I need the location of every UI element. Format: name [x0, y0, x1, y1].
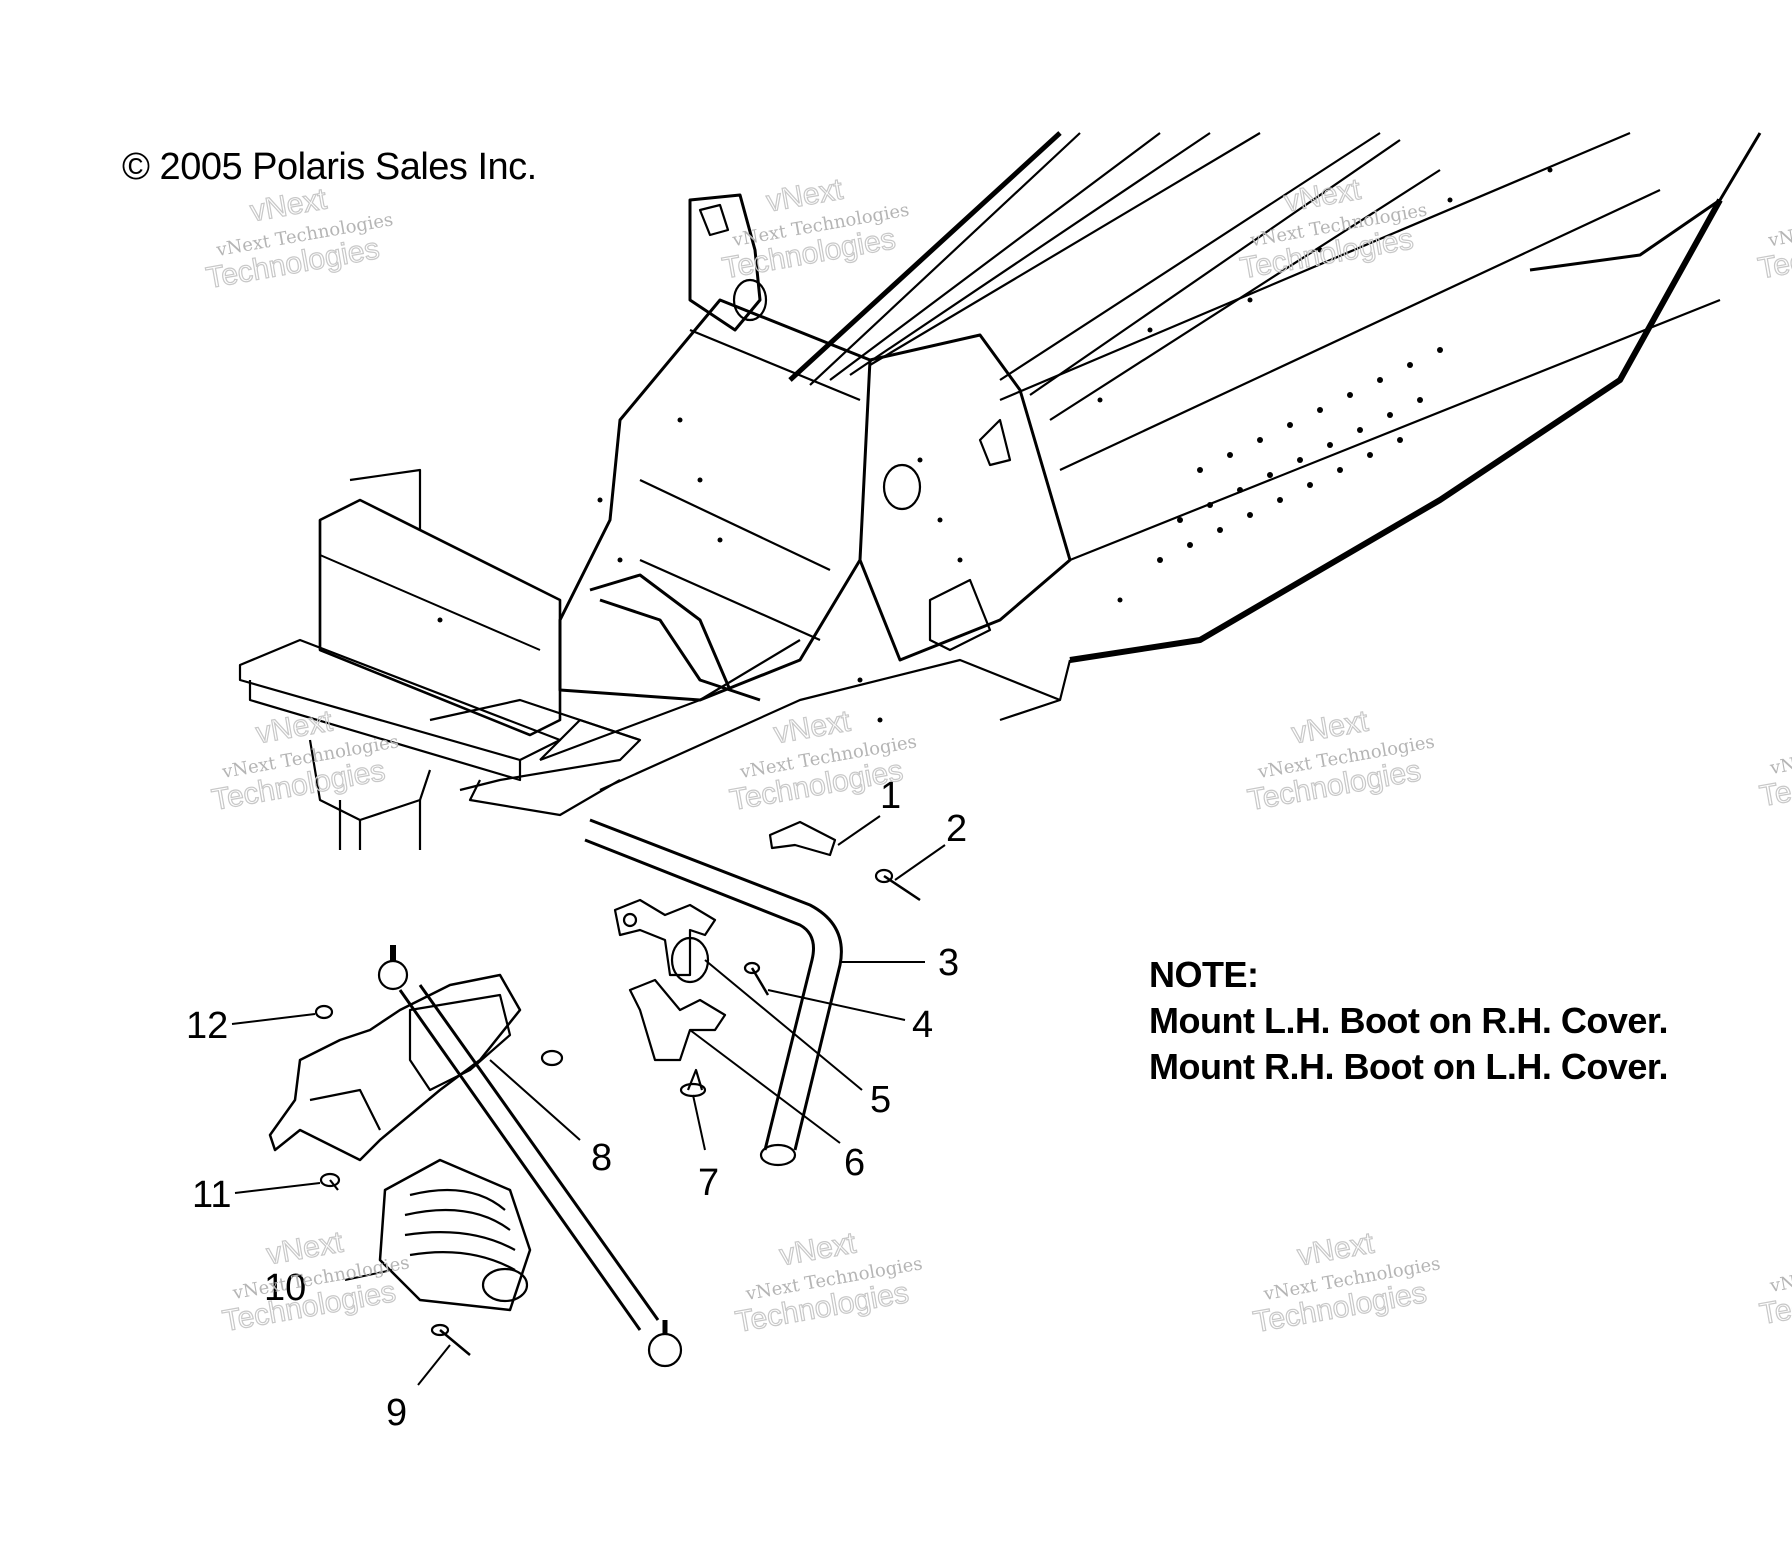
callout-6: 6 [844, 1142, 865, 1184]
part-8-cover [268, 973, 522, 1162]
chassis-holes [437, 167, 1553, 723]
note-line-2: Mount R.H. Boot on L.H. Cover. [1149, 1046, 1668, 1087]
watermark-small: vNext Technologies [1768, 727, 1792, 779]
callout-8: 8 [591, 1137, 612, 1179]
callout-4: 4 [912, 1004, 933, 1046]
part-9-rivet [430, 1323, 471, 1356]
leader-lines [231, 815, 946, 1386]
callout-11: 11 [192, 1174, 231, 1216]
callout-12: 12 [186, 1005, 228, 1047]
part-7-rivet [679, 1068, 707, 1098]
part-5-bushing-bracket [613, 898, 717, 984]
callout-5: 5 [870, 1079, 891, 1121]
chassis-tunnel [238, 131, 1762, 850]
assembly-note: NOTE: Mount L.H. Boot on R.H. Cover. Mou… [1149, 952, 1668, 1090]
part-4-rivet [743, 961, 770, 996]
part-11-screw [319, 1172, 341, 1191]
callout-2: 2 [946, 808, 967, 850]
callouts: 1 2 3 4 5 6 7 8 9 10 11 12 [186, 775, 967, 1434]
part-3-steering-tube [584, 818, 843, 1167]
part-12-washer [314, 1004, 334, 1020]
note-heading: NOTE: [1149, 954, 1259, 995]
callout-1: 1 [880, 775, 901, 817]
part-6-bracket [628, 978, 727, 1062]
callout-9: 9 [386, 1392, 407, 1434]
callout-3: 3 [938, 942, 959, 984]
callout-10: 10 [264, 1267, 306, 1309]
note-line-1: Mount L.H. Boot on R.H. Cover. [1149, 1000, 1668, 1041]
watermark-small: vNext Technologies [1766, 200, 1792, 252]
part-8-screw [540, 1049, 564, 1067]
part-2-rivet [874, 868, 921, 902]
part-10-boot [378, 1158, 532, 1312]
callout-7: 7 [698, 1162, 719, 1204]
watermarks: vNext vNext Technologies Technologies vN… [203, 172, 1792, 1340]
copyright-text: © 2005 Polaris Sales Inc. [122, 146, 537, 188]
parts [268, 818, 921, 1368]
part-8-steering-rod [377, 945, 683, 1368]
watermark-small: vNext Technologies [1768, 1245, 1792, 1297]
part-1-clip [768, 820, 837, 857]
